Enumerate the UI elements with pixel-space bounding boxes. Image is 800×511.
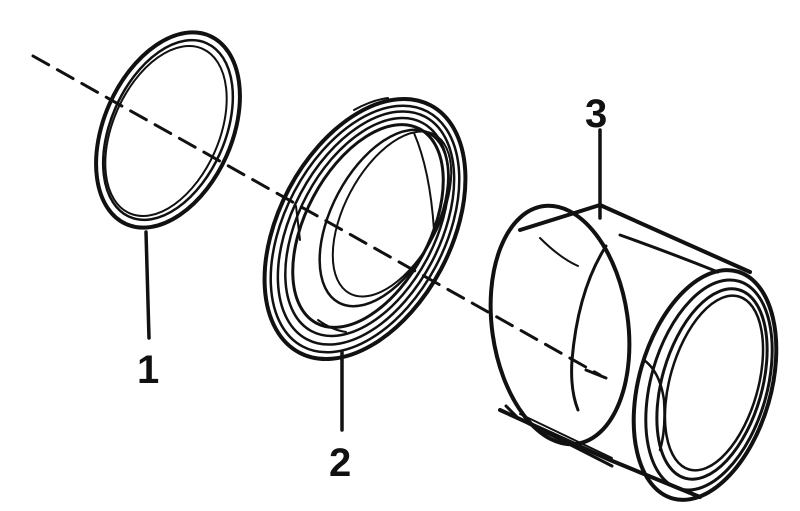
callout-label-3: 3 <box>585 92 607 136</box>
leader-lines <box>144 128 602 432</box>
leader-line-1 <box>144 230 151 340</box>
part-1-ring <box>94 30 242 230</box>
axis-line <box>31 54 602 377</box>
center-axis <box>31 54 602 377</box>
callout-label-2: 2 <box>329 441 351 485</box>
callout-labels: 1 2 3 <box>137 92 607 485</box>
part-3-bushing <box>488 203 779 502</box>
part-2-threaded-ring <box>262 96 468 362</box>
callout-label-1: 1 <box>137 348 159 392</box>
